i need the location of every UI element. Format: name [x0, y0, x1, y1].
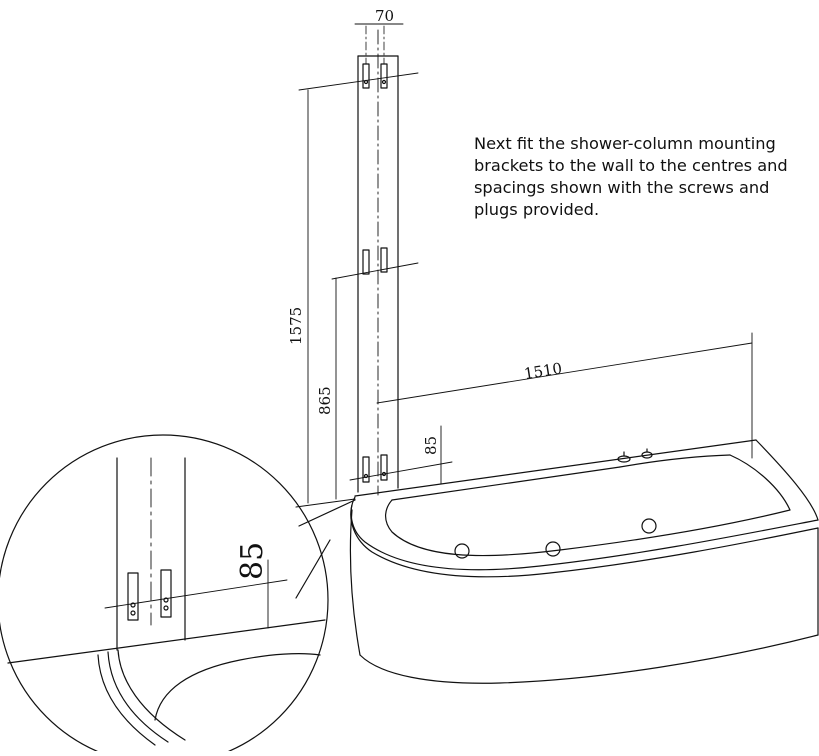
bath-tub [349, 439, 819, 684]
dim-label-1510: 1510 [523, 359, 564, 383]
dimension-1510 [376, 332, 753, 459]
instruction-text: Next fit the shower-column mounting brac… [474, 133, 819, 221]
dim-label-1575: 1575 [287, 307, 305, 345]
instruction-line: brackets to the wall to the centres and [474, 156, 788, 175]
dim-label-85: 85 [422, 436, 440, 455]
dim-label-865: 865 [316, 386, 334, 415]
instruction-line: Next fit the shower-column mounting [474, 134, 776, 153]
bottom-brackets [349, 454, 453, 483]
dim-label-detail-85: 85 [235, 542, 270, 580]
shower-column-rail [357, 29, 399, 496]
dim-label-70: 70 [375, 7, 394, 25]
detail-magnifier [0, 434, 356, 756]
wall-floor-line [295, 498, 356, 508]
middle-brackets [331, 247, 419, 280]
instruction-line: spacings shown with the screws and [474, 178, 770, 197]
top-brackets [298, 23, 419, 91]
instruction-line: plugs provided. [474, 200, 600, 219]
